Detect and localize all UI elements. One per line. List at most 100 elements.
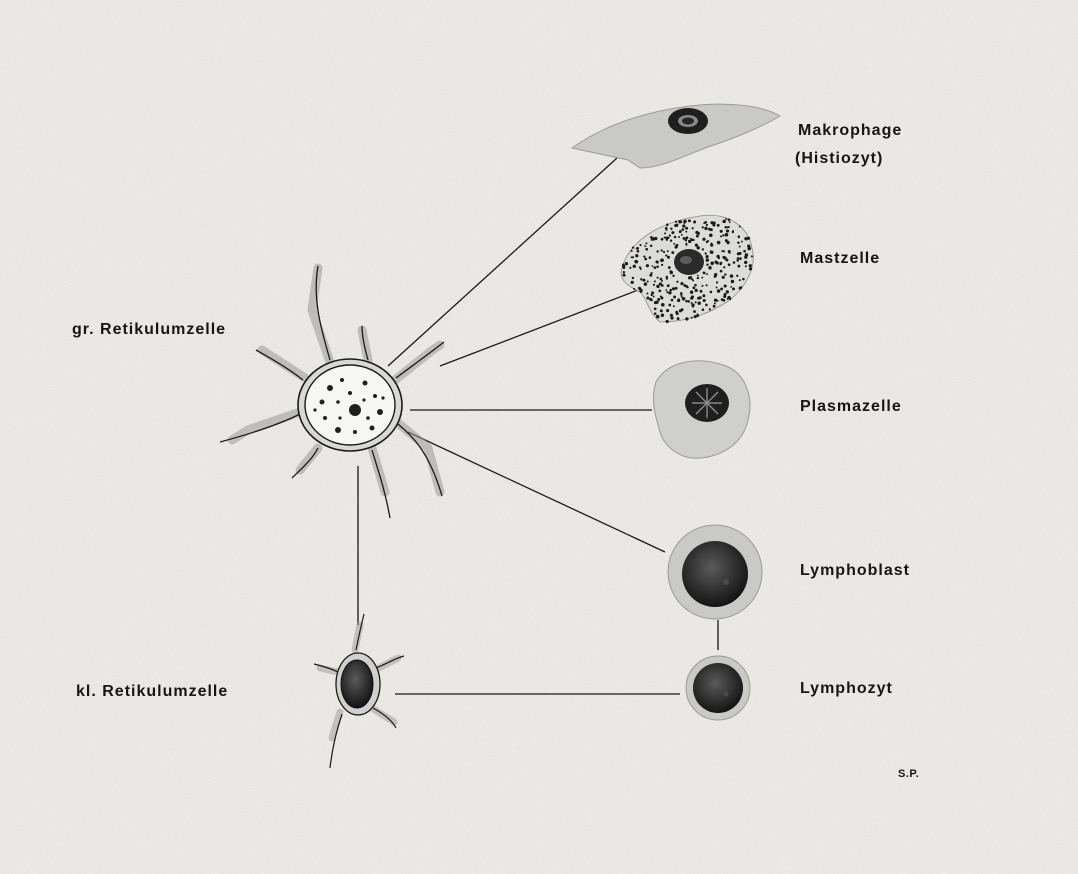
mast-cell-granule xyxy=(661,249,663,251)
mast-cell-granule xyxy=(663,251,665,253)
mast-cell-granule xyxy=(646,297,649,300)
mast-cell-granule xyxy=(695,289,698,292)
mast-cell-granule xyxy=(675,287,678,290)
mast-cell-granule xyxy=(623,271,625,273)
mast-cell-granule xyxy=(670,314,673,317)
mast-cell-granule xyxy=(664,232,666,234)
mast-cell-granule xyxy=(660,309,663,312)
mast-cell-granule xyxy=(678,220,681,223)
mast-cell-granule xyxy=(697,277,699,279)
mast-cell-granule xyxy=(666,277,668,279)
mast-cell-granule xyxy=(695,301,697,303)
mast-cell-granule xyxy=(720,270,723,273)
mast-cell-granule xyxy=(693,239,695,241)
mast-cell-granule xyxy=(722,234,724,236)
mast-cell-granule xyxy=(717,300,719,302)
mast-cell-granule xyxy=(633,265,636,268)
mast-cell-granule xyxy=(706,255,709,258)
mast-cell-granule xyxy=(736,259,739,262)
mast-cell-granule xyxy=(716,262,719,265)
mast-cell-granule xyxy=(671,231,674,234)
mast-cell-granule xyxy=(643,279,646,282)
mast-cell-granule xyxy=(745,253,748,256)
mast-cell-granule xyxy=(675,244,678,247)
mast-cell-granule xyxy=(668,304,671,307)
mast-cell-granule xyxy=(710,243,713,246)
mast-cell-granule xyxy=(702,248,704,250)
mast-cell-granule xyxy=(739,257,742,260)
mast-cell-granule xyxy=(719,263,721,265)
mast-cell-granule xyxy=(726,241,729,244)
mast-cell-granule xyxy=(645,242,647,244)
mast-cell-granule xyxy=(677,317,680,320)
mast-cell-granule xyxy=(645,248,648,251)
mast-cell-granule xyxy=(706,273,708,275)
mast-cell-granule xyxy=(691,317,693,319)
mast-cell-granule xyxy=(672,287,675,290)
mast-cell-granule xyxy=(731,280,734,283)
mast-cell-granule xyxy=(674,236,677,239)
mast-cell-granule xyxy=(688,276,691,279)
mast-cell-granule xyxy=(737,265,740,268)
mast-cell-granule xyxy=(680,282,683,285)
mast-cell-granule xyxy=(747,245,750,248)
mast-cell-granule xyxy=(653,238,655,240)
mast-cell-granule xyxy=(655,301,658,304)
mast-cell-granule xyxy=(729,252,731,254)
mast-cell-granule xyxy=(727,298,729,300)
mast-cell-granule xyxy=(705,252,707,254)
mast-cell-granule xyxy=(721,250,723,252)
mast-cell-granule xyxy=(675,221,677,223)
mast-cell-granule xyxy=(635,254,638,257)
mast-cell-granule xyxy=(685,300,688,303)
mast-cell-granule xyxy=(676,281,678,283)
mast-cell-granule xyxy=(723,295,726,298)
mast-cell-granule xyxy=(665,254,667,256)
mast-cell-granule xyxy=(702,226,704,228)
mast-cell-granule xyxy=(702,308,705,311)
mast-cell-granule xyxy=(706,258,709,261)
label-lymphoblast: Lymphoblast xyxy=(800,561,910,581)
mast-cell-granule xyxy=(644,245,646,247)
mast-cell-granule xyxy=(685,317,688,320)
mast-cell-granule xyxy=(679,309,682,312)
mast-cell-granule xyxy=(693,286,696,289)
mast-cell-granule xyxy=(655,260,658,263)
mast-cell-granule xyxy=(733,261,736,264)
mast-cell-granule xyxy=(742,278,745,281)
mast-cell-granule xyxy=(660,278,663,281)
mast-cell-granule xyxy=(622,264,625,267)
mast-cell-granule xyxy=(725,218,727,220)
mast-cell-granule xyxy=(622,274,625,277)
mast-cell-granule xyxy=(656,285,659,288)
mast-cell-granule xyxy=(661,238,664,241)
mast-cell-granule xyxy=(676,312,679,315)
mast-cell-granule xyxy=(738,252,741,255)
mast-cell-granule xyxy=(639,266,641,268)
mast-cell-granule xyxy=(722,220,726,224)
mast-cell-granule xyxy=(678,236,680,238)
label-plasma-cell: Plasmazelle xyxy=(800,397,902,417)
mast-cell-granule xyxy=(643,255,645,257)
mast-cell-granule xyxy=(668,291,671,294)
mast-cell-granule xyxy=(722,276,725,279)
mast-cell-granule xyxy=(739,226,741,228)
label-macrophage: Makrophage xyxy=(798,121,902,141)
mast-cell-granule xyxy=(652,265,654,267)
mast-cell-granule xyxy=(678,298,680,300)
mast-cell-granule xyxy=(710,291,713,294)
mast-cell-granule xyxy=(654,280,656,282)
mast-cell-granule xyxy=(730,274,733,277)
mast-cell-granule xyxy=(651,291,654,294)
mast-cell-granule xyxy=(687,300,690,303)
mast-cell-granule xyxy=(724,285,726,287)
mast-cell-granule xyxy=(667,250,669,252)
mast-cell-granule xyxy=(673,296,676,299)
mast-cell-granule xyxy=(672,275,674,277)
mast-cell-granule xyxy=(671,251,674,254)
mast-cell-granule xyxy=(644,258,647,261)
mast-cell-granule xyxy=(751,255,753,257)
mast-cell-granule xyxy=(657,277,659,279)
mast-cell-granule xyxy=(724,226,727,229)
mast-cell-granule xyxy=(673,243,675,245)
